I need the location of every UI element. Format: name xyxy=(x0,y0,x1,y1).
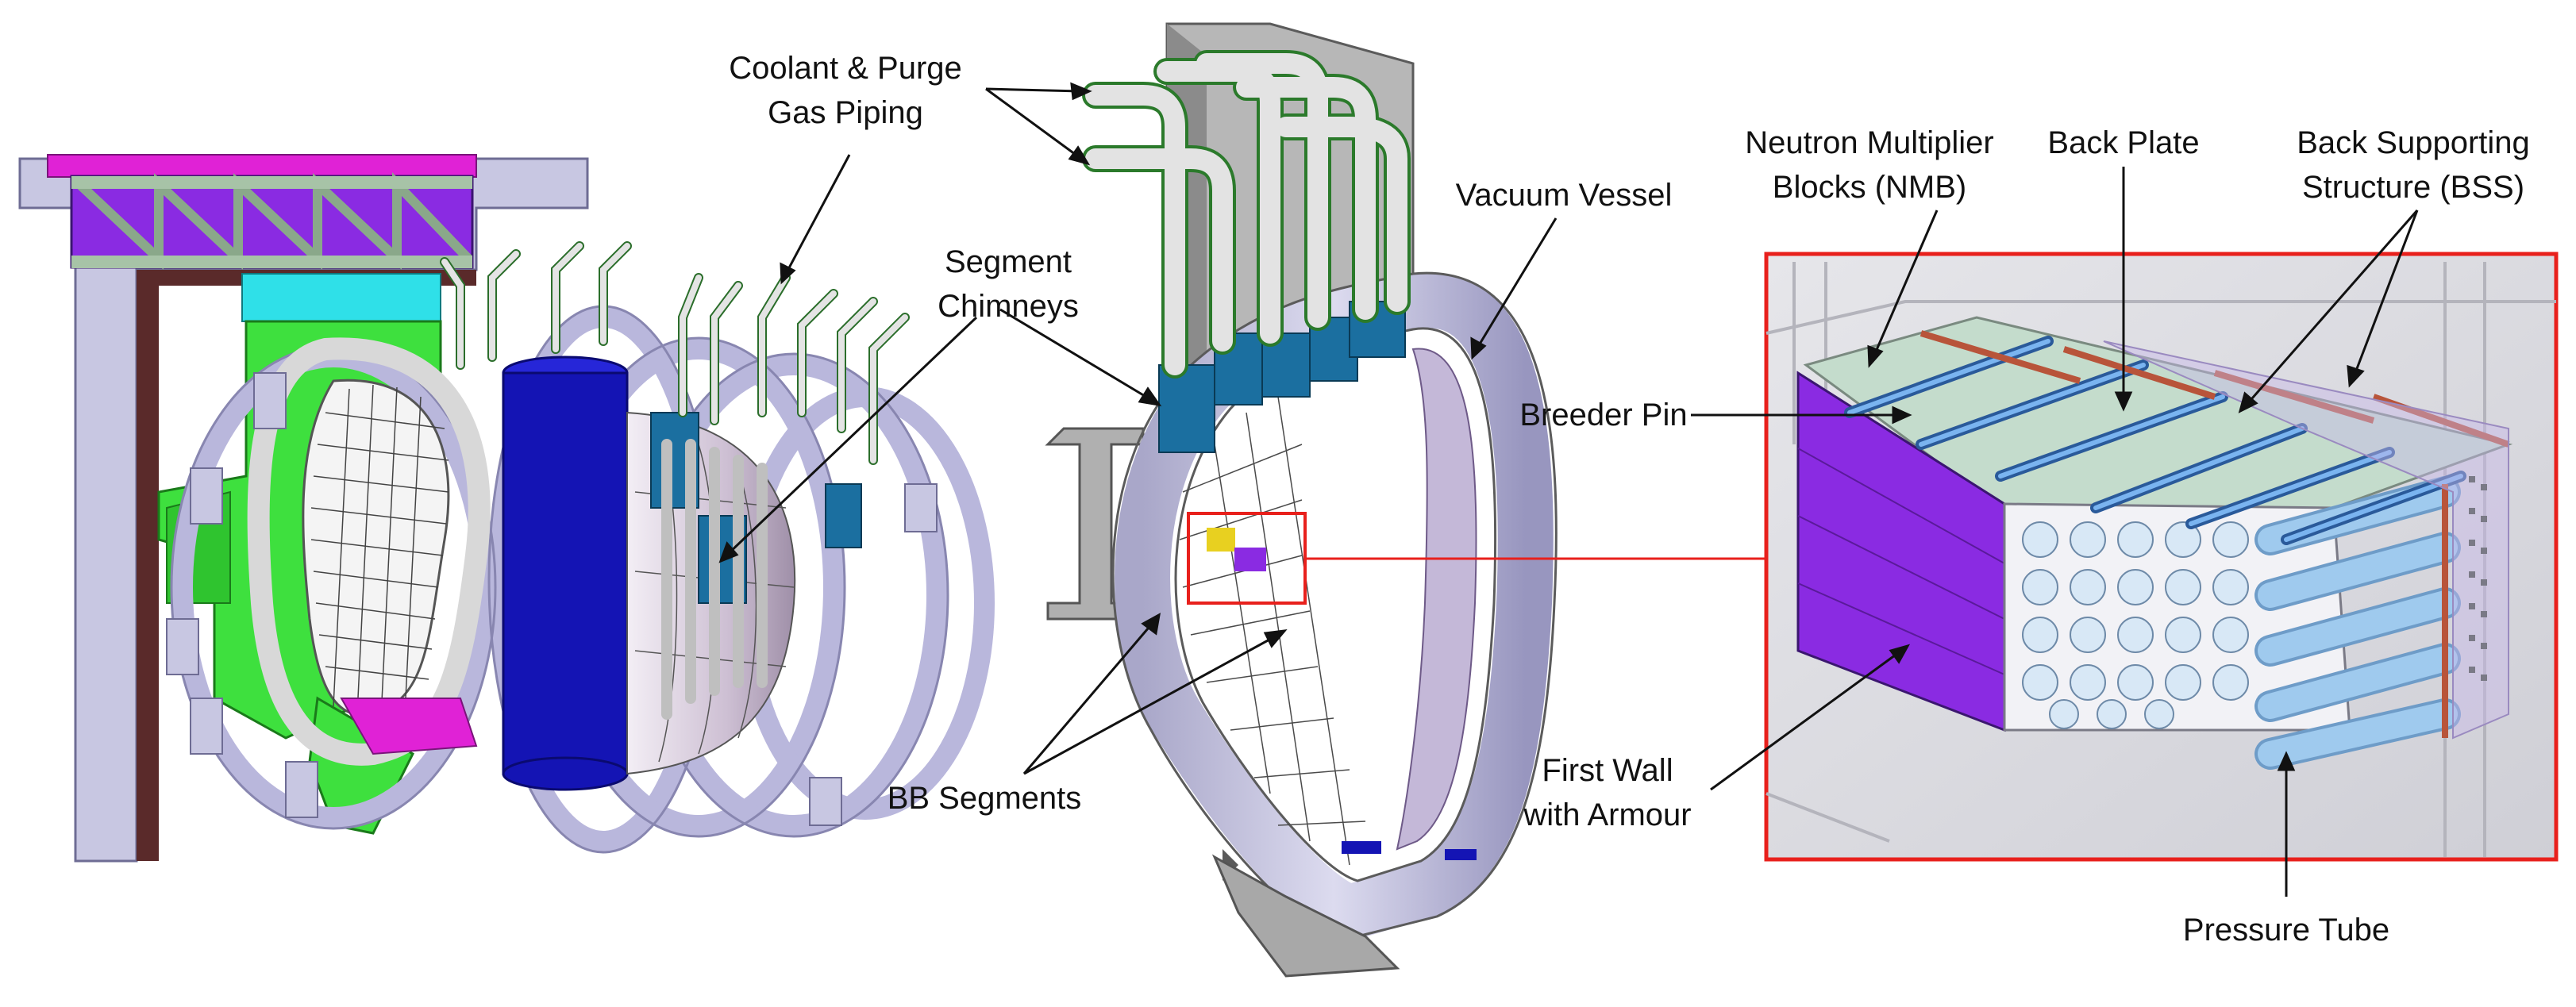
label-line-1: Segment xyxy=(944,244,1072,279)
label-back-plate: Back Plate xyxy=(2047,125,2200,160)
breeder-pins xyxy=(1844,336,2466,545)
label-line-2: with Armour xyxy=(1523,798,1692,832)
coolant-pipes-overview xyxy=(440,241,910,720)
bss-perforations xyxy=(2469,476,2487,681)
label-first-wall-with-armour: First Wall with Armour xyxy=(1512,748,1703,837)
label-line-1: Neutron Multiplier xyxy=(1745,125,1994,160)
label-back-supporting-structure: Back Supporting Structure (BSS) xyxy=(2278,121,2548,209)
segment-chimneys xyxy=(1158,301,1406,453)
label-segment-chimneys: Segment Chimneys xyxy=(913,240,1103,329)
label-coolant-purge-gas-piping: Coolant & Purge Gas Piping xyxy=(714,46,976,135)
tokamak-overview xyxy=(18,154,995,863)
lower-port xyxy=(1211,854,1400,978)
back-plates xyxy=(1919,330,2510,738)
module-detail xyxy=(1764,252,2559,862)
label-line-1: Coolant & Purge xyxy=(729,51,962,86)
label-bb-segments: BB Segments xyxy=(887,781,1082,816)
coil-brackets xyxy=(166,372,938,826)
central-solenoid xyxy=(502,371,629,775)
blanket-mesh xyxy=(310,384,449,719)
sector-cutaway xyxy=(1045,22,1558,978)
label-line-2: Chimneys xyxy=(938,289,1079,324)
coolant-pipes xyxy=(1082,50,1411,379)
label-vacuum-vessel: Vacuum Vessel xyxy=(1455,178,1673,213)
label-line-1: Back Supporting xyxy=(2297,125,2530,160)
label-neutron-multiplier-blocks: Neutron Multiplier Blocks (NMB) xyxy=(1739,121,2000,209)
label-line-1: First Wall xyxy=(1542,753,1673,788)
cyan-block xyxy=(241,273,441,322)
tube-ends xyxy=(2022,521,2249,729)
truss-bracing xyxy=(75,172,472,270)
label-pressure-tube: Pressure Tube xyxy=(2182,913,2390,947)
label-line-2: Structure (BSS) xyxy=(2301,170,2525,205)
leader-arrows xyxy=(718,82,2419,897)
bb-segments-mesh xyxy=(1179,396,1366,866)
top-beam-magenta xyxy=(47,154,477,178)
label-breeder-pin: Breeder Pin xyxy=(1519,398,1688,432)
label-line-2: Blocks (NMB) xyxy=(1772,170,1967,205)
back-supporting-structure xyxy=(2103,340,2509,740)
label-line-2: Gas Piping xyxy=(768,95,923,130)
